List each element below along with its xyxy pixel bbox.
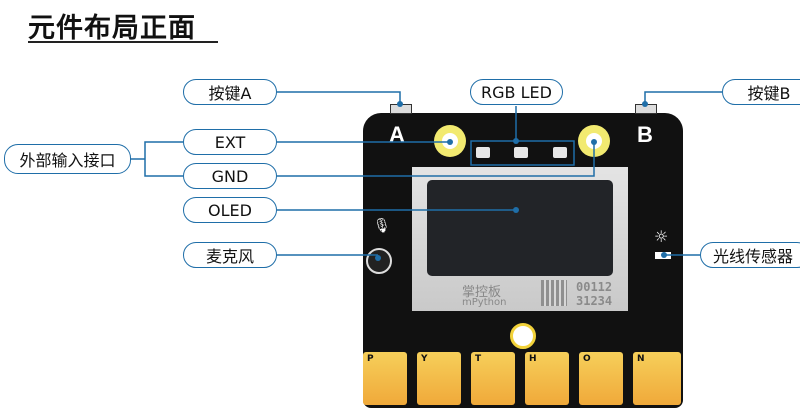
microphone bbox=[366, 248, 392, 274]
label-mic: 麦克风 bbox=[183, 242, 277, 268]
label-ext: EXT bbox=[183, 129, 277, 155]
python-pad-n: N bbox=[633, 352, 681, 405]
python-pad-p: P bbox=[363, 352, 407, 405]
sun-icon: ☼ bbox=[654, 227, 669, 246]
label-gnd: GND bbox=[183, 163, 277, 189]
oled-screen bbox=[427, 180, 613, 276]
qr-code bbox=[541, 280, 567, 306]
python-pad-o: O bbox=[579, 352, 623, 405]
page-title: 元件布局正面 bbox=[28, 13, 196, 44]
label-ext-interface: 外部输入接口 bbox=[4, 144, 131, 174]
label-oled: OLED bbox=[183, 197, 277, 223]
button-b-mark: B bbox=[637, 122, 653, 147]
serial-2: 31234 bbox=[576, 294, 613, 308]
microphone-icon: 🎙 bbox=[373, 218, 391, 234]
rgb-led bbox=[553, 147, 567, 158]
label-button-b: 按键B bbox=[722, 79, 800, 105]
logo-en: mPython bbox=[462, 297, 507, 308]
button-a-mark: A bbox=[389, 122, 405, 147]
hole bbox=[510, 323, 536, 349]
serial-1: 00112 bbox=[576, 280, 613, 294]
python-pad-y: Y bbox=[417, 352, 461, 405]
label-light-sensor: 光线传感器 bbox=[700, 242, 800, 268]
python-pad-t: T bbox=[471, 352, 515, 405]
logo-cn: 掌控板 bbox=[462, 285, 502, 300]
rgb-led bbox=[476, 147, 490, 158]
python-pad-h: H bbox=[525, 352, 569, 405]
title-underline bbox=[28, 41, 218, 43]
label-button-a: 按键A bbox=[183, 79, 277, 105]
label-rgb-led: RGB LED bbox=[470, 79, 563, 105]
rgb-led bbox=[514, 147, 528, 158]
